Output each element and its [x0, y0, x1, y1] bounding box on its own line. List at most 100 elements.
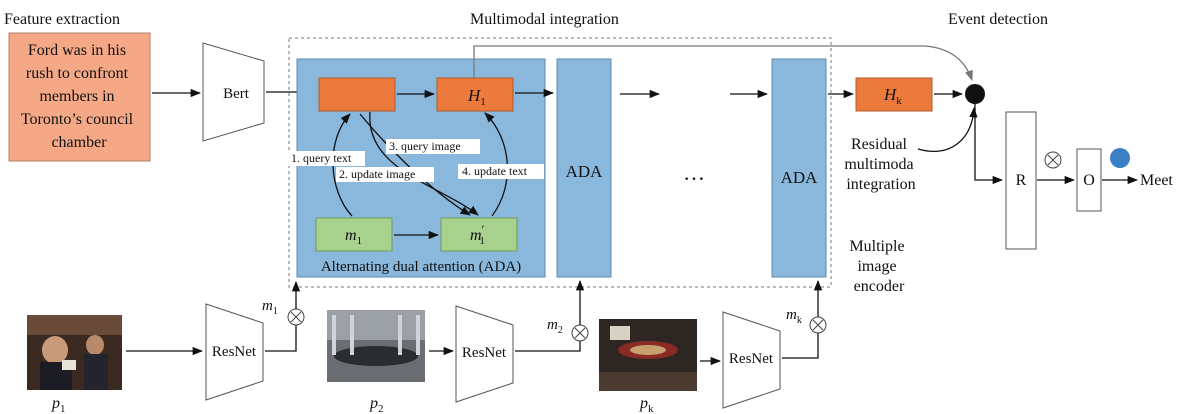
arrow-residual-label [917, 106, 978, 152]
residual-connection [473, 45, 973, 81]
ada-caption: Alternating dual attention (ADA) [321, 259, 521, 275]
pk-sub: k [648, 403, 654, 414]
bert-encoder [202, 42, 265, 142]
resnet-encoder-1 [205, 303, 264, 401]
product-node-output-x [1047, 154, 1059, 166]
h1-label-base: H [467, 86, 482, 105]
step1-bg [287, 151, 365, 166]
text-input-line: chamber [51, 134, 107, 151]
multimodal-integration-title: Multimodal integration [470, 11, 619, 28]
m2-input-label: m2 [547, 317, 563, 336]
mie-line: encoder [854, 278, 905, 295]
resnet-k-out [782, 333, 819, 359]
m1-label-base: m [345, 227, 357, 244]
meet-label: Meet [1140, 172, 1173, 189]
p1-sub: 1 [60, 403, 66, 414]
multi-image-encoder-label: Multiple image encoder [849, 238, 908, 295]
pk-base: p [639, 395, 648, 412]
step4-label: 4. update text [462, 164, 528, 178]
event-detection-title: Event detection [948, 11, 1048, 28]
step2-label: 2. update image [339, 167, 415, 181]
output-dot [1110, 148, 1130, 168]
p2-label: p2 [369, 395, 384, 414]
residual-line: Residual [851, 136, 908, 153]
p1-base: p [51, 395, 60, 412]
p1-label: p1 [51, 395, 66, 414]
m2-input-base: m [547, 317, 558, 333]
mk-input-sub: k [797, 315, 802, 326]
text-input-line: members in [39, 88, 114, 105]
r-block [1005, 111, 1037, 250]
sum-node [965, 84, 985, 104]
ada-block-k [771, 58, 827, 278]
product-node-2-x [574, 327, 586, 339]
mie-line: Multiple [849, 238, 904, 255]
text-input-line: Toronto’s council [21, 111, 134, 128]
mk-input-base: m [786, 307, 797, 323]
h1-box [436, 77, 514, 112]
ada-text-query-box [318, 77, 396, 112]
arrow-update-text [484, 112, 509, 217]
hk-label: Hk [883, 85, 902, 107]
hk-box [855, 77, 933, 112]
hk-label-base: H [883, 85, 898, 104]
step2-bg [336, 167, 434, 182]
h1-label: H1 [467, 86, 486, 108]
m1-input-sub: 1 [273, 306, 278, 317]
resnet-k-label: ResNet [729, 351, 774, 367]
h1-label-sub: 1 [480, 96, 486, 108]
resnet-encoder-k [722, 311, 781, 409]
text-input-box [8, 32, 151, 162]
o-block [1076, 148, 1102, 212]
p2-base: p [369, 395, 378, 412]
step3-label: 3. query image [389, 139, 461, 153]
arrow-sum-to-r [974, 104, 1004, 185]
o-label: O [1083, 172, 1095, 189]
step3-bg [386, 139, 480, 154]
mk-input-label: mk [786, 307, 802, 326]
bert-label: Bert [223, 86, 250, 102]
image-photo-k [599, 319, 697, 391]
pk-label: pk [639, 395, 654, 414]
ada-block-2 [556, 58, 612, 278]
resnet-encoder-2 [455, 305, 514, 403]
text-input-line: rush to confront [26, 65, 129, 82]
hk-label-sub: k [896, 95, 902, 107]
resnet-2-label: ResNet [462, 345, 507, 361]
m1-prime-mark: ′ [482, 222, 485, 237]
p2-sub: 2 [378, 403, 384, 414]
m2-input-sub: 2 [558, 325, 563, 336]
m1-box [315, 217, 393, 252]
image-photo-2 [327, 310, 425, 382]
step4-bg [458, 164, 544, 179]
image-photo-1 [27, 315, 122, 390]
r-label: R [1016, 172, 1027, 189]
residual-label: Residual multimoda integration [844, 136, 917, 193]
m1-label-sub: 1 [357, 235, 363, 247]
m1-input-label: m1 [262, 298, 278, 317]
m1-label: m1 [345, 227, 362, 247]
residual-line: multimoda [844, 156, 913, 173]
step1-label: 1. query text [291, 151, 352, 165]
multimodal-frame [288, 37, 832, 288]
resnet-1-out [265, 323, 297, 352]
product-node-k-x [812, 319, 824, 331]
mie-line: image [857, 258, 896, 275]
m1-prime-sub: 1 [479, 235, 485, 247]
resnet-2-out [515, 341, 581, 352]
ellipsis: … [683, 160, 705, 185]
text-input-line: Ford was in his [28, 42, 126, 59]
ada-block-2-label: ADA [566, 162, 604, 181]
product-node-1-x [290, 311, 302, 323]
m1-prime-label: m′1 [470, 222, 485, 247]
feature-extraction-title: Feature extraction [4, 11, 120, 28]
m1-input-base: m [262, 298, 273, 314]
m1-prime-base: m [470, 227, 482, 244]
resnet-1-label: ResNet [212, 344, 257, 360]
m1-prime-box [440, 217, 518, 252]
ada-block-k-label: ADA [781, 168, 819, 187]
residual-line: integration [846, 176, 915, 193]
text-input-content: Ford was in his rush to confront members… [21, 42, 137, 151]
